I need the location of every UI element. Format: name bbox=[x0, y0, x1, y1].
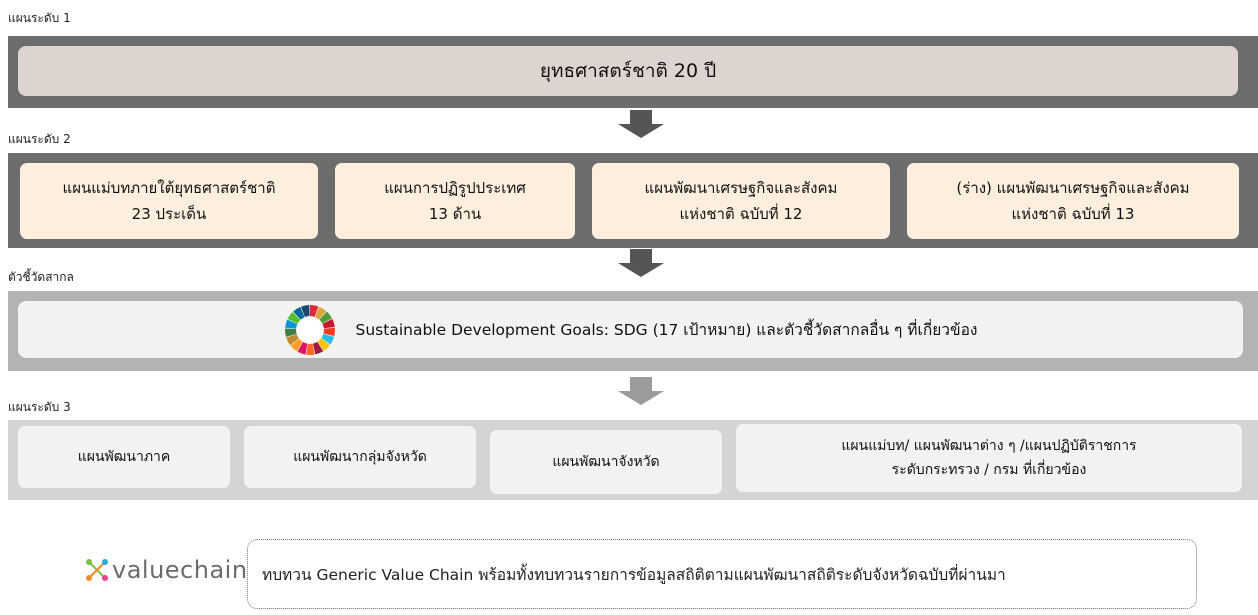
sdg-segment bbox=[290, 338, 303, 351]
sdg-segment bbox=[300, 304, 310, 317]
plan-line: แห่งชาติ ฉบับที่ 12 bbox=[679, 205, 803, 223]
sdg-text: Sustainable Development Goals: SDG (17 เ… bbox=[355, 321, 978, 339]
sdg-segment bbox=[309, 304, 318, 317]
sdg-segment bbox=[284, 327, 297, 337]
plan-line: แผนพัฒนาเศรษฐกิจและสังคม bbox=[644, 179, 838, 197]
valuechain-logo: valuechain bbox=[84, 556, 248, 584]
sdg-segment bbox=[292, 306, 305, 320]
plan-line: แผนพัฒนากลุ่มจังหวัด bbox=[293, 449, 427, 465]
level-2-plan-nesdp-13: (ร่าง) แผนพัฒนาเศรษฐกิจและสังคมแห่งชาติ … bbox=[907, 163, 1239, 239]
plan-line: แผนพัฒนาจังหวัด bbox=[552, 454, 660, 470]
plan-line: 23 ประเด็น bbox=[131, 205, 207, 223]
level-2-label: แผนระดับ 2 bbox=[8, 132, 71, 146]
sdg-segment bbox=[312, 341, 323, 354]
plan-line: แผนแม่บท/ แผนพัฒนาต่าง ๆ /แผนปฏิบัติราชก… bbox=[841, 438, 1137, 454]
plan-line: 13 ด้าน bbox=[428, 205, 482, 223]
level-2-plan-reform: แผนการปฏิรูปประเทศ 13 ด้าน bbox=[335, 163, 575, 239]
level-2-plan-nesdp-12: แผนพัฒนาเศรษฐกิจและสังคมแห่งชาติ ฉบับที่… bbox=[592, 163, 890, 239]
plan-line: แผนแม่บทภายใต้ยุทธศาสตร์ชาติ bbox=[62, 179, 276, 197]
plan-line: (ร่าง) แผนพัฒนาเศรษฐกิจและสังคม bbox=[956, 179, 1190, 197]
level-3-plan-province-group: แผนพัฒนากลุ่มจังหวัด bbox=[244, 426, 476, 488]
level-3-plan-regional: แผนพัฒนาภาค bbox=[18, 426, 230, 488]
sdg-segment bbox=[322, 318, 335, 328]
sdg-segment bbox=[285, 333, 299, 345]
plan-line: ระดับกระทรวง / กรม ที่เกี่ยวข้อง bbox=[891, 462, 1087, 478]
down-arrow-icon bbox=[618, 377, 664, 405]
level-2-plan-master: แผนแม่บทภายใต้ยุทธศาสตร์ชาติ 23 ประเด็น bbox=[20, 163, 318, 239]
down-arrow-icon bbox=[618, 249, 664, 277]
valuechain-review-box: ทบทวน Generic Value Chain พร้อมทั้งทบทวน… bbox=[247, 539, 1197, 609]
valuechain-logo-text: valuechain bbox=[112, 556, 248, 584]
plan-line: แห่งชาติ ฉบับที่ 13 bbox=[1011, 205, 1135, 223]
valuechain-review-text: ทบทวน Generic Value Chain พร้อมทั้งทบทวน… bbox=[262, 565, 1006, 584]
sdg-segment bbox=[317, 337, 330, 351]
sdg-wheel-icon bbox=[284, 304, 336, 356]
plan-line: แผนการปฏิรูปประเทศ bbox=[384, 179, 526, 197]
plan-line: แผนพัฒนาภาค bbox=[77, 449, 171, 465]
sdg-segment bbox=[305, 343, 315, 355]
sdg-segment bbox=[284, 319, 297, 329]
indicators-label: ตัวชี้วัดสากล bbox=[8, 270, 74, 284]
level-3-label: แผนระดับ 3 bbox=[8, 400, 71, 414]
national-strategy-box: ยุทธศาสตร์ชาติ 20 ปี bbox=[18, 46, 1238, 96]
valuechain-logo-icon bbox=[86, 559, 108, 581]
sdg-segment bbox=[287, 311, 300, 324]
level-3-plan-province: แผนพัฒนาจังหวัด bbox=[490, 430, 722, 494]
sdg-segment bbox=[323, 327, 335, 336]
level-1-label: แผนระดับ 1 bbox=[8, 11, 71, 25]
sdg-segment bbox=[318, 311, 332, 323]
sdg-segment bbox=[314, 306, 326, 319]
national-strategy-text: ยุทธศาสตร์ชาติ 20 ปี bbox=[539, 60, 717, 82]
level-3-plan-ministry: แผนแม่บท/ แผนพัฒนาต่าง ๆ /แผนปฏิบัติราชก… bbox=[736, 424, 1242, 492]
sdg-segment bbox=[320, 333, 334, 344]
sdg-box: Sustainable Development Goals: SDG (17 เ… bbox=[18, 301, 1243, 358]
down-arrow-icon bbox=[618, 110, 664, 138]
sdg-segment bbox=[296, 341, 307, 355]
